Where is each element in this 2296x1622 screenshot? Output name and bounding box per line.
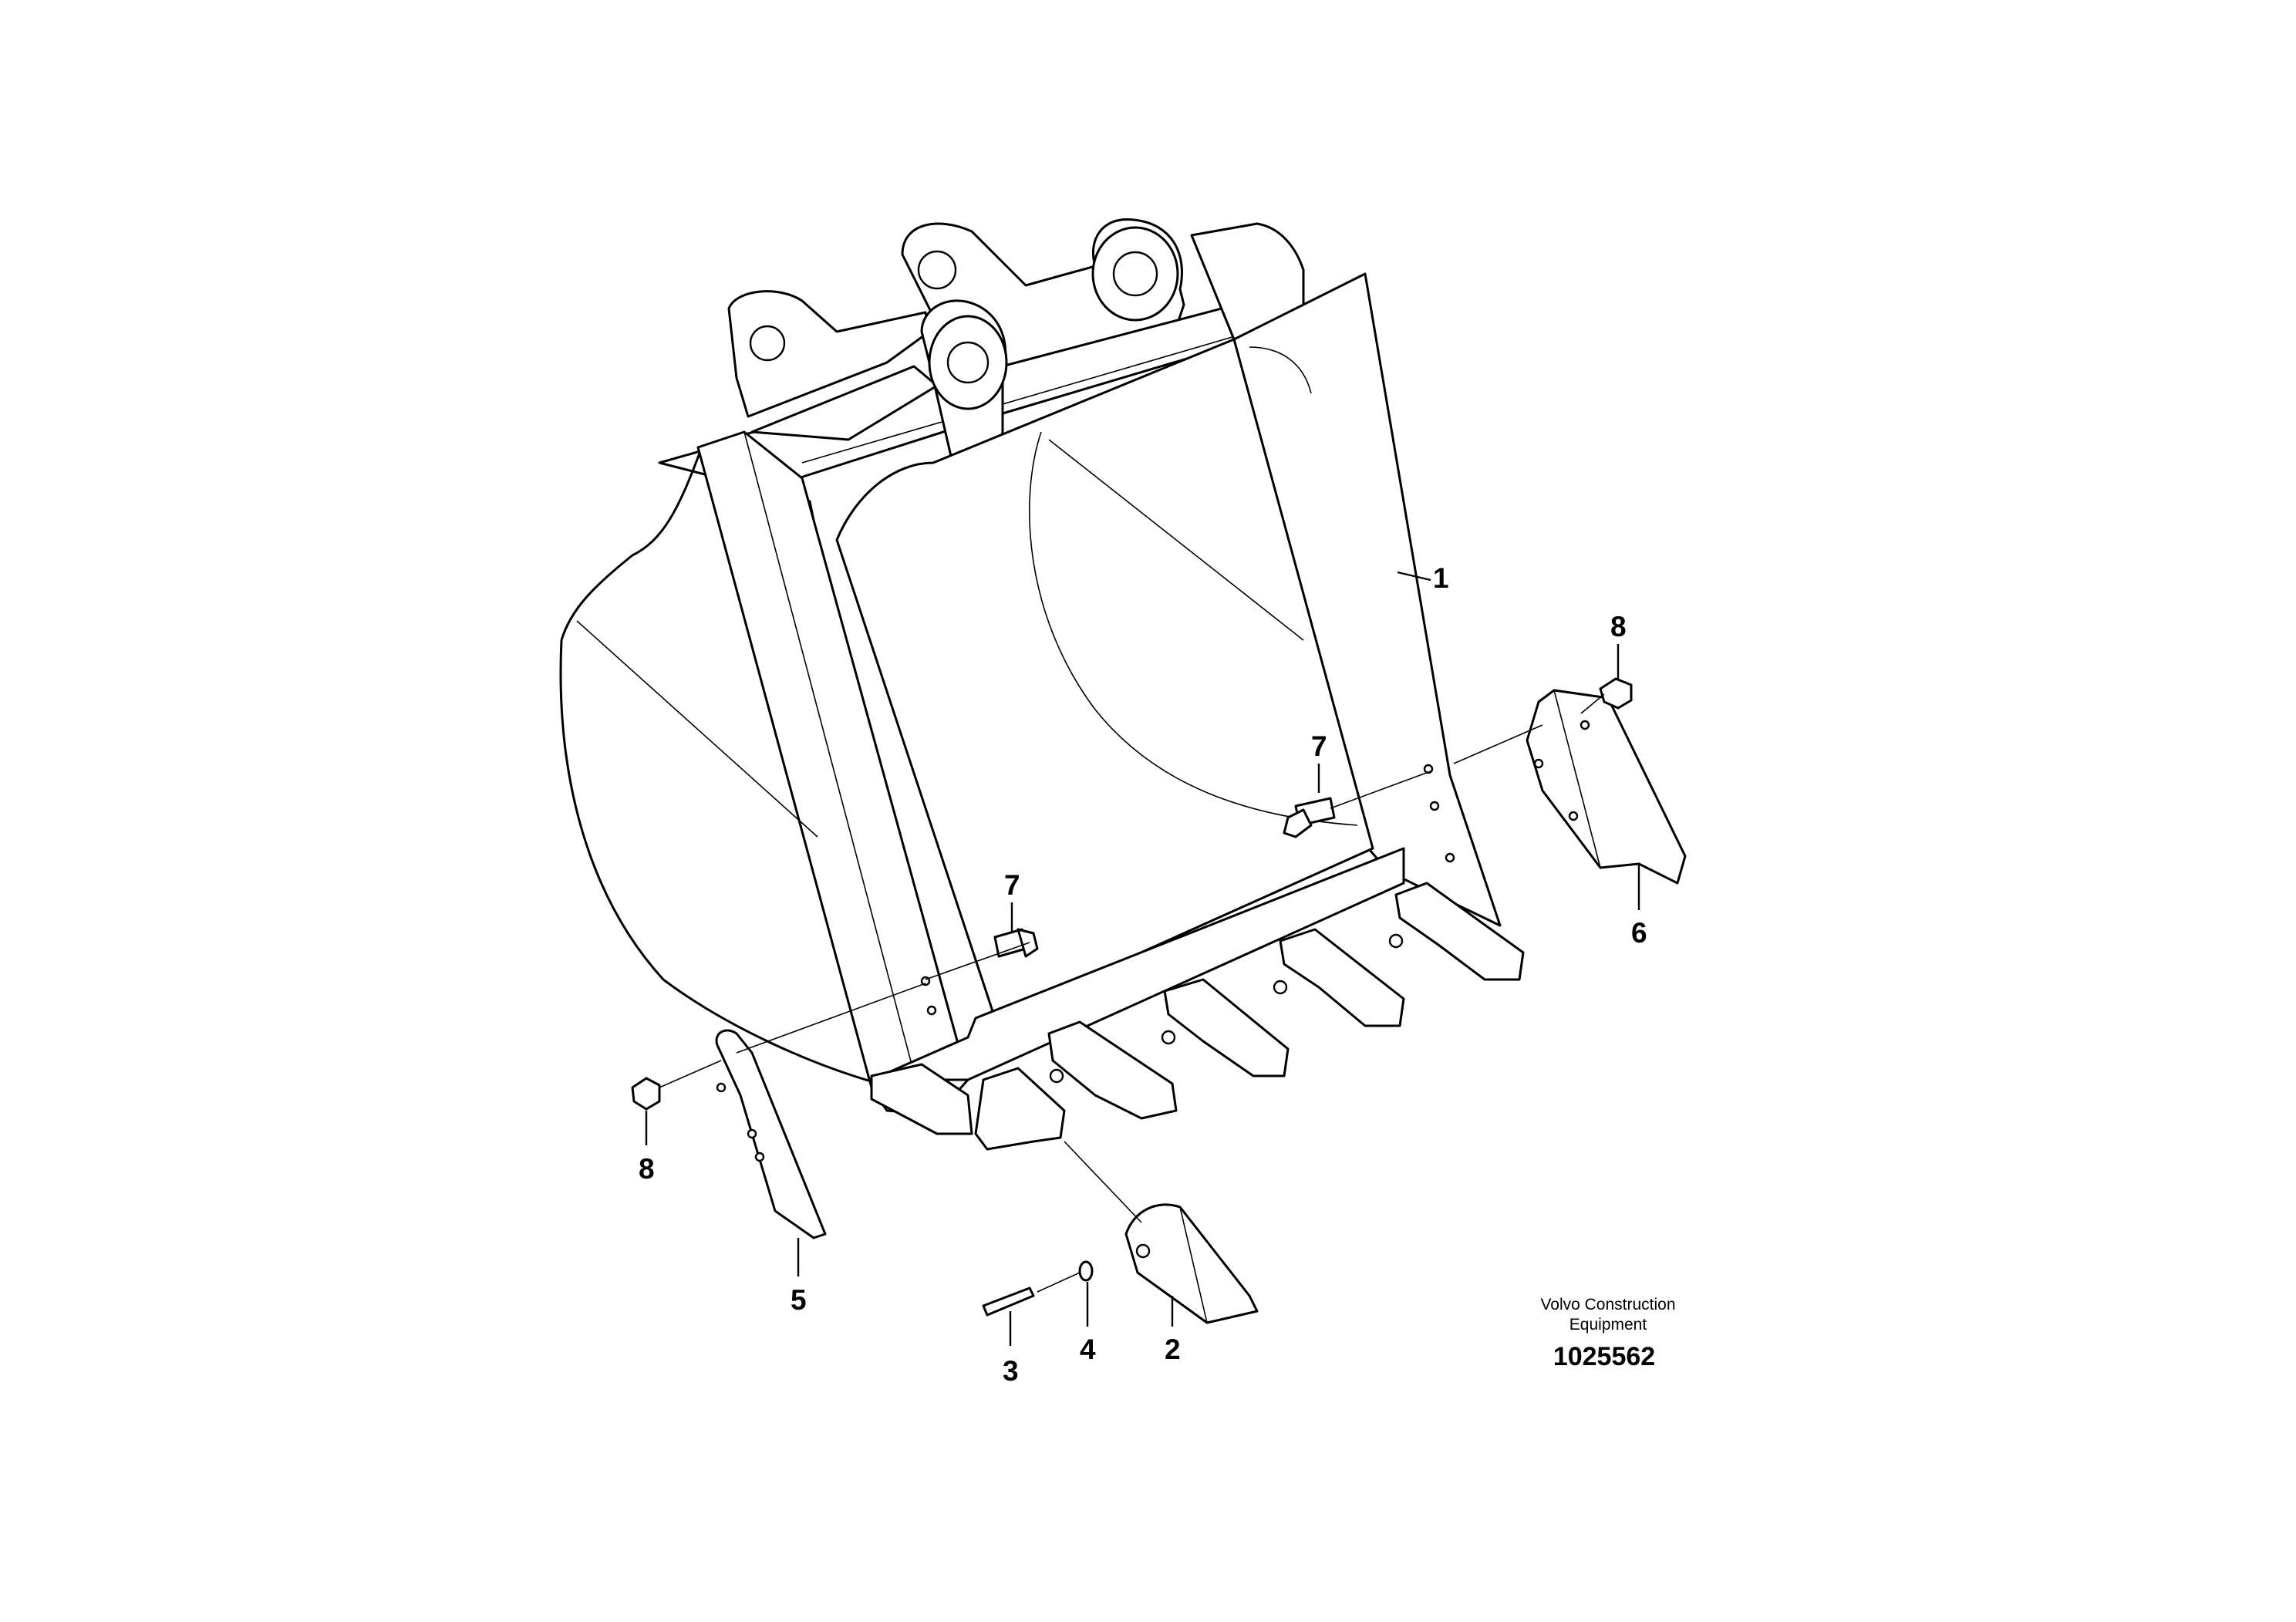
- side-cutter-left-hole-1: [716, 1082, 727, 1093]
- left-plate-edge: [743, 431, 919, 1088]
- side-cutter-left: [715, 1029, 827, 1239]
- credit-block: Volvo Construction Equipment 1025562: [1540, 1296, 1675, 1371]
- callout-7-lower: 7: [1004, 869, 1020, 901]
- guide-pin: [1037, 1272, 1081, 1293]
- tooth-pin: [982, 1286, 1035, 1317]
- left-lip-block: [870, 1063, 973, 1135]
- credit-line-1: Volvo Construction: [1540, 1296, 1675, 1313]
- leader-1: [1397, 571, 1431, 582]
- tooth-adapter-4: [1279, 928, 1405, 1027]
- bolt-upper-head: [1283, 808, 1313, 838]
- callout-3: 3: [1003, 1355, 1019, 1387]
- guide-bolt-upper: [1330, 771, 1431, 809]
- guide-cutter-right: [1453, 724, 1543, 764]
- bucket-tooth: [1124, 1203, 1259, 1324]
- guide-nut-left: [659, 1060, 722, 1088]
- tooth-adapters: [974, 882, 1525, 1151]
- adapter-pin-4: [1388, 933, 1404, 949]
- guide-bolt-lower: [925, 942, 1030, 980]
- tooth-adapter-2: [1047, 1020, 1178, 1120]
- retainer: [1078, 1260, 1094, 1282]
- side-cutter-right-hole-3: [1580, 720, 1590, 730]
- bucket-curve-line: [1029, 431, 1358, 826]
- side-cutter-right: [1526, 689, 1687, 885]
- right-plate-hole-3: [1445, 852, 1455, 863]
- beam-edge-line: [801, 315, 1304, 464]
- right-plate-hole-2: [1429, 801, 1440, 811]
- side-cutter-right-edge: [1553, 690, 1601, 868]
- nut-right: [1599, 677, 1633, 710]
- guide-nut-right: [1580, 693, 1605, 714]
- adapter-pin-3: [1273, 980, 1288, 995]
- adapter-pin-1: [1049, 1068, 1064, 1084]
- callout-8-left: 8: [639, 1153, 655, 1185]
- bucket-assembly: [559, 218, 1502, 1135]
- tooth-adapter-5: [1394, 882, 1525, 981]
- cutting-edge: [870, 847, 1405, 1081]
- callout-6: 6: [1631, 917, 1647, 949]
- boss-hole-back-right: [1112, 251, 1158, 297]
- adapter-pin-2: [1161, 1030, 1176, 1045]
- callout-1: 1: [1433, 562, 1449, 594]
- tooth-pin-hole: [1135, 1243, 1151, 1259]
- right-frame-top: [1190, 222, 1305, 341]
- side-cutter-left-hole-3: [754, 1152, 765, 1162]
- tooth-adapter-3: [1163, 978, 1290, 1077]
- bracket-hole-left: [749, 325, 786, 362]
- callout-7-upper: 7: [1311, 730, 1327, 762]
- bolt-upper: [1283, 797, 1336, 838]
- nut-left: [631, 1077, 661, 1111]
- side-cutter-right-hole-2: [1568, 811, 1579, 821]
- left-plate-hole-2: [926, 1005, 937, 1016]
- bucket-diagonal-line: [1048, 439, 1304, 641]
- side-cutter-right-hole-1: [1533, 758, 1544, 769]
- callout-5: 5: [791, 1284, 807, 1316]
- callout-8-right: 8: [1610, 611, 1627, 642]
- leader-lines: [645, 571, 1640, 1346]
- bucket-back-wall: [835, 338, 1374, 1020]
- tooth-adapter-1: [974, 1067, 1066, 1151]
- credit-line-2: Equipment: [1569, 1316, 1647, 1334]
- document-number: 1025562: [1553, 1342, 1655, 1371]
- right-plate-gusset: [1249, 346, 1312, 394]
- side-cutter-left-hole-2: [747, 1128, 757, 1139]
- guide-tooth: [1064, 1141, 1142, 1223]
- tooth-ridge: [1179, 1206, 1208, 1324]
- guide-cutter-left: [736, 983, 926, 1054]
- mount-bracket-left: [727, 290, 931, 418]
- boss-hole-front: [946, 341, 990, 384]
- guide-lines: [659, 693, 1605, 1293]
- callouts: 1 2 3 4 5 6 7 7 8 8: [639, 562, 1647, 1387]
- shell-seam-line: [576, 620, 818, 838]
- callout-2: 2: [1165, 1334, 1181, 1365]
- boss-hole-back-left: [917, 250, 957, 290]
- callout-4: 4: [1080, 1334, 1096, 1365]
